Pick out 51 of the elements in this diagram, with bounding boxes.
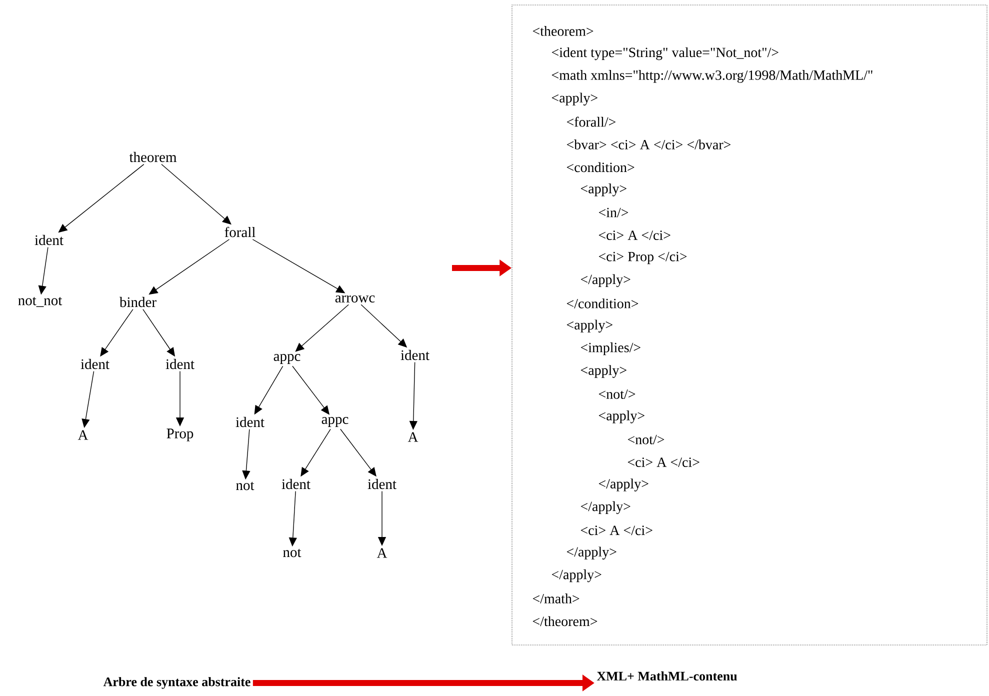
code-line: <apply>	[580, 365, 626, 378]
tree-node-label: ident	[236, 416, 264, 428]
code-line: <in/>	[598, 208, 628, 218]
caption: XML+ MathML-contenu	[596, 671, 737, 681]
code-line: <not/>	[598, 390, 636, 399]
code-line: </math>	[532, 594, 580, 604]
code-line: <apply>	[580, 184, 626, 196]
tree-node-label: ident	[368, 478, 396, 490]
code-line: <apply>	[552, 92, 598, 106]
tree-node-label: ident	[282, 478, 310, 490]
tree-node-label: A	[78, 430, 88, 440]
tree-node-label: A	[376, 548, 388, 558]
code-line: <ci> A </ci>	[598, 230, 670, 240]
tree-node-label: binder	[119, 296, 156, 308]
tree-node-label: forall	[224, 226, 256, 238]
arrow	[295, 304, 349, 352]
tree-node-label: not	[236, 482, 254, 490]
code-line: <not/>	[628, 434, 664, 444]
code-line: <ci> A </ci>	[580, 526, 652, 536]
code-line: </apply>	[580, 501, 630, 514]
code-line: <theorem>	[532, 26, 594, 36]
tree-node-label: appc	[274, 354, 300, 364]
code-line: </apply>	[552, 569, 602, 582]
code-line: </theorem>	[532, 616, 598, 626]
tree-node-label: theorem	[129, 152, 177, 162]
tree-node-label: ident	[400, 350, 430, 360]
code-line: <apply>	[598, 410, 644, 424]
code-line: <math xmlns="http://www.w3.org/1998/Math/MathML/"	[552, 70, 872, 83]
code-line: <implies/>	[580, 342, 640, 356]
code-line: </apply>	[580, 274, 630, 288]
code-line: <ci> Prop </ci>	[598, 252, 687, 264]
code-line: <ci> A </ci>	[628, 458, 700, 467]
code-line: </apply>	[598, 478, 648, 492]
tree-node-label: not_not	[18, 296, 62, 307]
caption: Arbre de syntaxe abstraite	[103, 677, 250, 689]
tree-node-label: ident	[34, 234, 64, 246]
tree-node-label: ident	[166, 358, 194, 370]
tree-node-label: ident	[80, 358, 110, 370]
code-line: <forall/>	[566, 116, 616, 127]
tree-node-label: appc	[322, 417, 348, 427]
tree-node-label: A	[408, 432, 418, 442]
code-line: <bvar> <ci> A </ci> </bvar>	[566, 140, 731, 150]
tree-node-label: Prop	[166, 428, 194, 442]
code-line: </condition>	[566, 298, 638, 308]
code-line: <apply>	[566, 320, 612, 332]
tree-node-label: not	[283, 548, 302, 558]
code-line: <ident type="String" value="Not_not"/>	[552, 47, 778, 60]
code-box	[512, 4, 988, 646]
tree-node-label: arrowc	[335, 296, 375, 302]
code-line: <condition>	[566, 162, 634, 172]
code-line: </apply>	[566, 546, 616, 560]
